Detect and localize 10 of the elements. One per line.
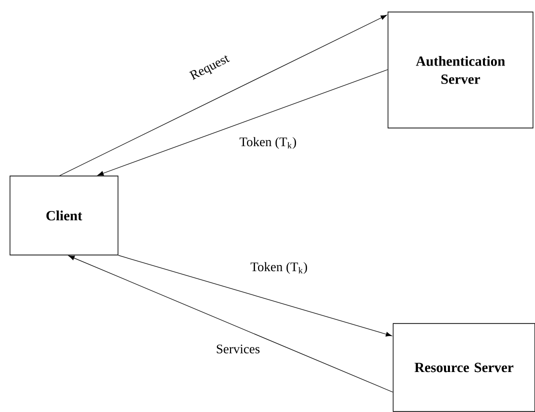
edge-label: Services	[214, 344, 262, 354]
process-box: Resource Server	[392, 323, 535, 412]
arrow	[68, 256, 394, 392]
arrow	[59, 14, 387, 176]
process-box: Authentication Server	[388, 12, 534, 128]
arrow	[98, 69, 388, 176]
arrow	[118, 255, 392, 336]
process-box: Client	[10, 176, 118, 256]
edge-label: Token (T$_{k}$)	[238, 136, 298, 150]
edge-label: Token (T$_{k}$)	[249, 261, 309, 275]
